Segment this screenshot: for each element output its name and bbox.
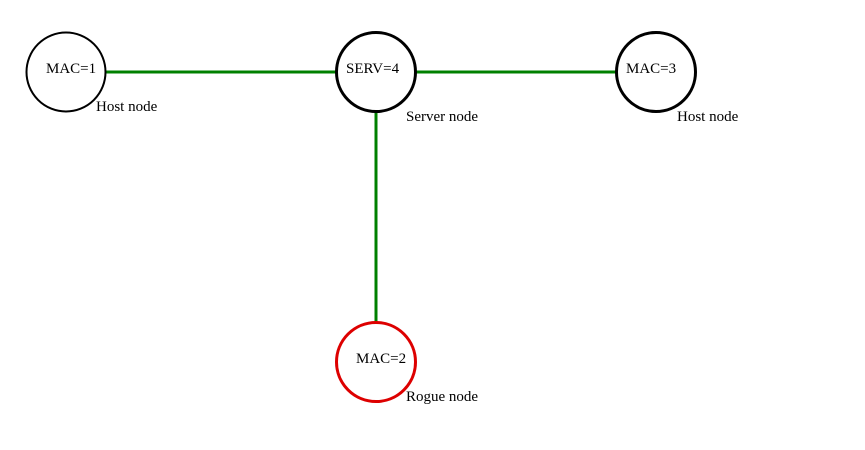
node-rogue: MAC=2 Rogue node (335, 321, 478, 405)
node-rogue-circle (335, 321, 417, 403)
node-server: SERV=4 Server node (335, 31, 478, 125)
node-host-3-label: MAC=3 (626, 61, 676, 77)
node-rogue-caption: Rogue node (406, 389, 478, 405)
node-rogue-label: MAC=2 (356, 351, 406, 367)
node-host-1-circle (25, 31, 107, 113)
node-host-1-label: MAC=1 (46, 61, 96, 77)
node-server-caption: Server node (406, 109, 478, 125)
node-host-3-circle (615, 31, 697, 113)
node-host-1-caption: Host node (96, 99, 158, 115)
node-host-3-caption: Host node (677, 109, 739, 125)
node-server-circle (335, 31, 417, 113)
node-server-label: SERV=4 (346, 61, 400, 77)
node-host-1: MAC=1 Host node (25, 31, 158, 115)
node-host-3: MAC=3 Host node (615, 31, 739, 125)
